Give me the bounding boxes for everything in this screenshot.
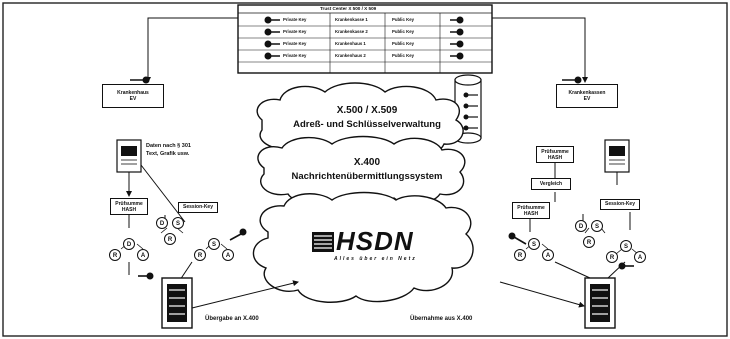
trust-row4-private: Private Key [283, 53, 306, 58]
left-data-note-line1: Daten nach § 301 [146, 143, 191, 149]
trust-row1-private: Private Key [283, 17, 306, 22]
node-right1-a: A [542, 249, 554, 261]
left-session-key-box: Session-Key [178, 202, 218, 213]
right-session-key-box: Session-Key [600, 199, 640, 210]
node-left1-r: R [109, 249, 121, 261]
node-right3-r: R [606, 251, 618, 263]
isdn-logo-graphic [312, 232, 334, 252]
trust-center-box [238, 5, 492, 73]
org-box-left: Krankenhaus EV [102, 84, 164, 108]
trust-row4-org: Krankenhaus 2 [335, 53, 366, 58]
node-left2-d: D [156, 217, 168, 229]
org-right-line2: EV [557, 96, 617, 102]
node-right3-a: A [634, 251, 646, 263]
handover-label: Übergabe an X.400 [205, 316, 259, 322]
right-checksum-top-line2: HASH [537, 155, 573, 161]
left-checksum-line2: HASH [111, 207, 147, 213]
trust-row2-org: Krankenkasse 2 [335, 29, 368, 34]
node-left2-r: R [164, 233, 176, 245]
node-left3-a: A [222, 249, 234, 261]
cloud-mid-line1: X.400 [282, 157, 452, 168]
trust-row4-public: Public Key [392, 53, 414, 58]
node-left1-d: D [123, 238, 135, 250]
cloud-top-line2: Adreß- und Schlüsselverwaltung [270, 119, 464, 130]
node-right1-s: S [528, 238, 540, 250]
trust-row3-private: Private Key [283, 41, 306, 46]
node-right1-r: R [514, 249, 526, 261]
cloud-top-line1: X.500 / X.509 [282, 105, 452, 116]
left-data-note-line2: Text, Grafik usw. [146, 151, 189, 157]
right-checksum-top-box: Prüfsumme HASH [536, 146, 574, 163]
right-checksum-bottom-line2: HASH [513, 211, 549, 217]
org-key-icons [130, 77, 581, 83]
node-right3-s: S [620, 240, 632, 252]
trust-row1-org: Krankenkasse 1 [335, 17, 368, 22]
node-left3-s: S [208, 238, 220, 250]
org-left-line2: EV [103, 96, 163, 102]
trust-center-title: Trust Center X 500 / X 509 [320, 6, 376, 11]
right-checksum-bottom-box: Prüfsumme HASH [512, 202, 550, 219]
compare-box: Vergleich [531, 178, 571, 190]
node-left1-a: A [137, 249, 149, 261]
trust-row3-public: Public Key [392, 41, 414, 46]
node-right2-d: D [575, 220, 587, 232]
node-left3-r: R [194, 249, 206, 261]
org-box-right: Krankenkassen EV [556, 84, 618, 108]
left-checksum-box: Prüfsumme HASH [110, 198, 148, 215]
cloud-mid-line2: Nachrichtenübermittlungssystem [270, 171, 464, 182]
isdn-logo-tagline: Alles über ein Netz [334, 256, 417, 262]
node-left2-s: S [172, 217, 184, 229]
trust-row2-public: Public Key [392, 29, 414, 34]
isdn-logo-text: HSDN [336, 226, 414, 257]
trust-row3-org: Krankenhaus 1 [335, 41, 366, 46]
trust-row2-private: Private Key [283, 29, 306, 34]
node-right2-r: R [583, 236, 595, 248]
takeover-label: Übernahme aus X.400 [410, 316, 472, 322]
trust-row1-public: Public Key [392, 17, 414, 22]
node-right2-s: S [591, 220, 603, 232]
